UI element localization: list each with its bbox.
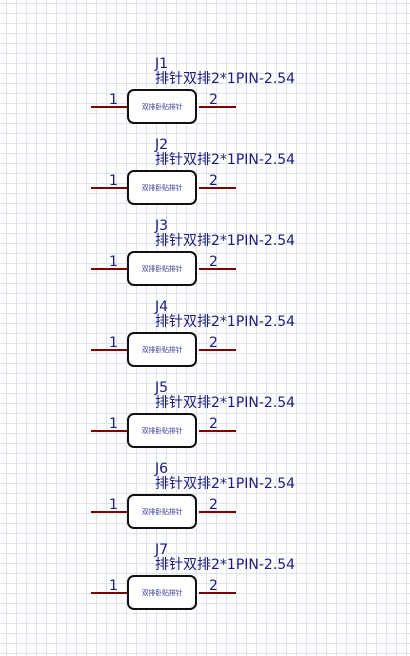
- pin-2-number: 2: [209, 497, 218, 513]
- body-label: 双排卧贴排针: [141, 345, 183, 354]
- pin-2-wire[interactable]: [199, 187, 236, 189]
- component-body[interactable]: 双排卧贴排针: [127, 575, 197, 610]
- pin-2-number: 2: [209, 254, 218, 270]
- designator-label: J7: [155, 542, 169, 558]
- component-body[interactable]: 双排卧贴排针: [127, 332, 197, 367]
- pin-2-wire[interactable]: [199, 430, 236, 432]
- value-label: 排针双排2*1PIN-2.54: [155, 314, 296, 330]
- component-j7[interactable]: J7 排针双排2*1PIN-2.54 1 2 双排卧贴排针: [0, 542, 410, 623]
- body-label: 双排卧贴排针: [141, 264, 183, 273]
- pin-2-number: 2: [209, 578, 218, 594]
- body-label: 双排卧贴排针: [141, 426, 183, 435]
- component-body[interactable]: 双排卧贴排针: [127, 89, 197, 124]
- pin-1-number: 1: [109, 578, 118, 594]
- component-body[interactable]: 双排卧贴排针: [127, 251, 197, 286]
- value-label: 排针双排2*1PIN-2.54: [155, 557, 296, 573]
- body-label: 双排卧贴排针: [141, 102, 183, 111]
- designator-label: J2: [155, 137, 169, 153]
- component-j3[interactable]: J3 排针双排2*1PIN-2.54 1 2 双排卧贴排针: [0, 218, 410, 299]
- pin-2-wire[interactable]: [199, 592, 236, 594]
- pin-1-number: 1: [109, 92, 118, 108]
- pin-1-number: 1: [109, 254, 118, 270]
- body-label: 双排卧贴排针: [141, 507, 183, 516]
- component-j5[interactable]: J5 排针双排2*1PIN-2.54 1 2 双排卧贴排针: [0, 380, 410, 461]
- pin-1-wire[interactable]: [91, 349, 128, 351]
- component-j1[interactable]: J1 排针双排2*1PIN-2.54 1 2 双排卧贴排针: [0, 56, 410, 137]
- pin-1-number: 1: [109, 416, 118, 432]
- pin-1-wire[interactable]: [91, 511, 128, 513]
- pin-1-number: 1: [109, 335, 118, 351]
- component-body[interactable]: 双排卧贴排针: [127, 494, 197, 529]
- component-body[interactable]: 双排卧贴排针: [127, 413, 197, 448]
- value-label: 排针双排2*1PIN-2.54: [155, 152, 296, 168]
- pin-1-number: 1: [109, 173, 118, 189]
- pin-1-wire[interactable]: [91, 187, 128, 189]
- value-label: 排针双排2*1PIN-2.54: [155, 71, 296, 87]
- value-label: 排针双排2*1PIN-2.54: [155, 395, 296, 411]
- value-label: 排针双排2*1PIN-2.54: [155, 476, 296, 492]
- pin-2-wire[interactable]: [199, 106, 236, 108]
- designator-label: J3: [155, 218, 169, 234]
- designator-label: J6: [155, 461, 169, 477]
- designator-label: J1: [155, 56, 169, 72]
- pin-1-wire[interactable]: [91, 592, 128, 594]
- pin-2-wire[interactable]: [199, 268, 236, 270]
- value-label: 排针双排2*1PIN-2.54: [155, 233, 296, 249]
- pin-2-number: 2: [209, 92, 218, 108]
- pin-2-wire[interactable]: [199, 349, 236, 351]
- pin-2-number: 2: [209, 416, 218, 432]
- component-j6[interactable]: J6 排针双排2*1PIN-2.54 1 2 双排卧贴排针: [0, 461, 410, 542]
- pin-2-number: 2: [209, 173, 218, 189]
- component-j4[interactable]: J4 排针双排2*1PIN-2.54 1 2 双排卧贴排针: [0, 299, 410, 380]
- pin-1-wire[interactable]: [91, 430, 128, 432]
- designator-label: J5: [155, 380, 169, 396]
- pin-1-wire[interactable]: [91, 268, 128, 270]
- pin-1-number: 1: [109, 497, 118, 513]
- designator-label: J4: [155, 299, 169, 315]
- pin-1-wire[interactable]: [91, 106, 128, 108]
- body-label: 双排卧贴排针: [141, 183, 183, 192]
- pin-2-wire[interactable]: [199, 511, 236, 513]
- body-label: 双排卧贴排针: [141, 588, 183, 597]
- pin-2-number: 2: [209, 335, 218, 351]
- component-j2[interactable]: J2 排针双排2*1PIN-2.54 1 2 双排卧贴排针: [0, 137, 410, 218]
- component-body[interactable]: 双排卧贴排针: [127, 170, 197, 205]
